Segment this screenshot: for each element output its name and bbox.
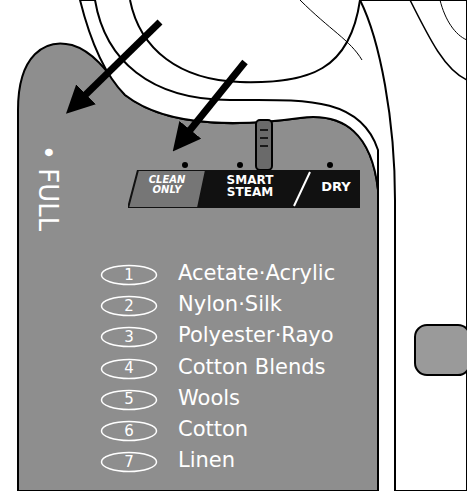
fill-mark: • FULL — [35, 145, 61, 232]
setting-number-oval: 2 — [100, 295, 158, 317]
setting-number: 3 — [124, 330, 134, 345]
handle-edge — [300, 0, 362, 60]
iron-edge — [410, 0, 467, 80]
setting-number-oval: 7 — [100, 451, 158, 473]
fabric-name: Linen — [178, 448, 235, 473]
setting-label: CLEAN ONLY — [136, 175, 198, 195]
pointer-arrow — [178, 62, 245, 145]
setting-number: 5 — [124, 392, 134, 407]
fabric-name: Wools — [178, 386, 240, 411]
fabric-name: Acetate·Acrylic — [178, 261, 335, 286]
setting-number: 7 — [124, 455, 134, 470]
setting-number: 6 — [124, 424, 134, 439]
dial-dot — [182, 162, 188, 168]
fabric-name: Cotton — [178, 417, 248, 442]
fabric-name: Cotton Blends — [178, 355, 326, 380]
setting-number-oval: 4 — [100, 358, 158, 380]
setting-number: 2 — [124, 299, 134, 314]
iron-edge — [440, 0, 467, 40]
setting-label: SMART STEAM — [210, 174, 290, 198]
pointer-arrow — [72, 22, 160, 108]
setting-number: 1 — [124, 268, 134, 283]
steam-setting-band: CLEAN ONLY SMART STEAM DRY — [128, 170, 360, 208]
dial-dot — [237, 162, 243, 168]
setting-number-oval: 3 — [100, 326, 158, 348]
iron-button — [415, 325, 467, 375]
fabric-name: Nylon·Silk — [178, 292, 282, 317]
handle-band — [80, 0, 378, 190]
dial-dot — [327, 162, 333, 168]
setting-number: 4 — [124, 361, 134, 376]
setting-number-oval: 6 — [100, 420, 158, 442]
setting-number-oval: 1 — [100, 264, 158, 286]
fabric-name: Polyester·Rayo — [178, 323, 334, 348]
setting-number-oval: 5 — [100, 389, 158, 411]
setting-label: DRY — [314, 180, 358, 193]
handle-edge — [130, 0, 360, 82]
steam-dial-knob — [256, 120, 272, 170]
